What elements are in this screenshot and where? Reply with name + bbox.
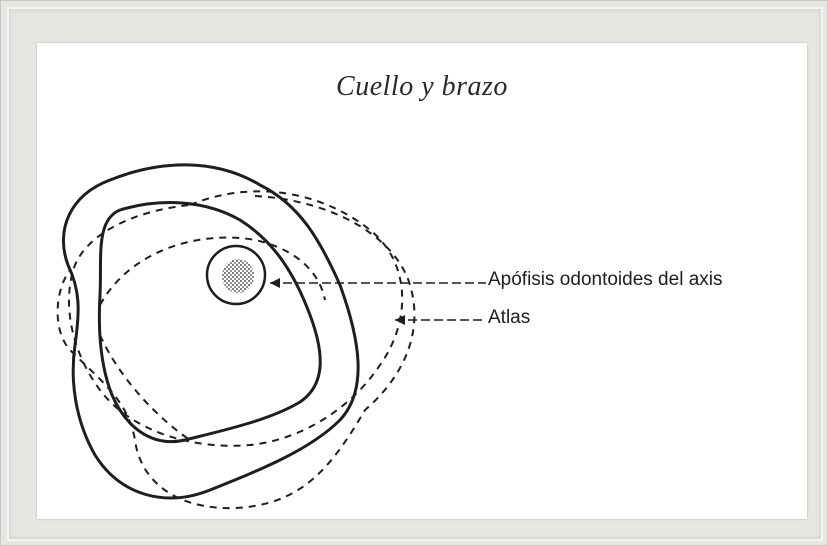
atlas-dashed-outer: [58, 196, 415, 508]
odontoid-hatched-core: [222, 259, 254, 293]
atlas-dashed-lower-arc: [100, 335, 190, 440]
odontoid-label: Apófisis odontoides del axis: [488, 269, 722, 291]
atlas-label: Atlas: [488, 307, 530, 329]
odontoid-arrowhead: [270, 278, 280, 288]
